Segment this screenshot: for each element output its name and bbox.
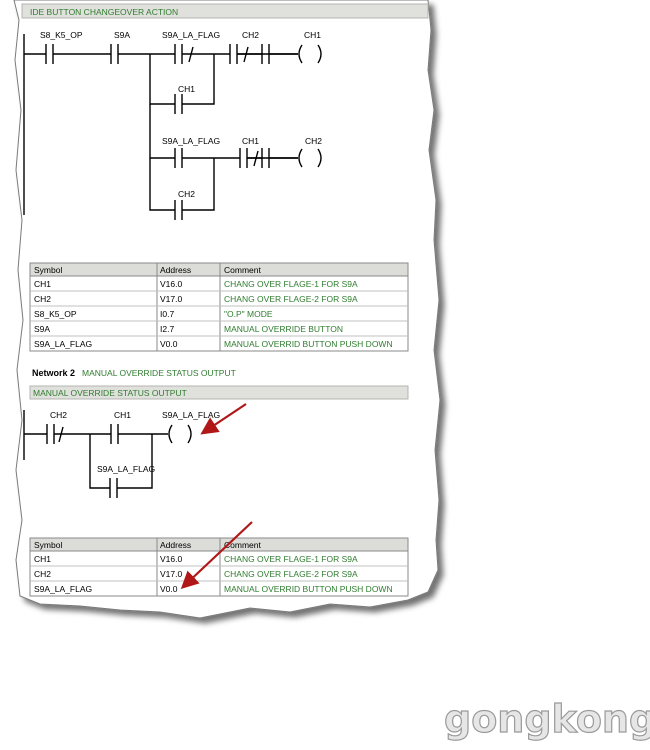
t1-row4-symbol: S9A [34, 324, 50, 334]
label-s9a-la-flag-2: S9A_LA_FLAG [162, 136, 220, 146]
network2-title: MANUAL OVERRIDE STATUS OUTPUT [33, 388, 187, 398]
t1-row3-symbol: S8_K5_OP [34, 309, 77, 319]
label-n2-ch2: CH2 [50, 410, 67, 420]
t2-row3-address: V0.0 [160, 584, 178, 594]
t1-row1-address: V16.0 [160, 279, 182, 289]
t2-header-comment: Comment [224, 540, 261, 550]
label-s9a: S9A [114, 30, 130, 40]
label-ch1-coil: CH1 [304, 30, 321, 40]
t2-row2-comment: CHANG OVER FLAGE-2 FOR S9A [224, 569, 358, 579]
label-n2-ch1: CH1 [114, 410, 131, 420]
symbol-table-1: Symbol Address Comment CH1 V16.0 CHANG O… [29, 262, 409, 352]
t1-row2-comment: CHANG OVER FLAGE-2 FOR S9A [224, 294, 358, 304]
t2-row1-symbol: CH1 [34, 554, 51, 564]
t1-row5-comment: MANUAL OVERRID BUTTON PUSH DOWN [224, 339, 393, 349]
network1-title: IDE BUTTON CHANGEOVER ACTION [30, 7, 178, 17]
t2-row1-comment: CHANG OVER FLAGE-1 FOR S9A [224, 554, 358, 564]
t2-header-symbol: Symbol [34, 540, 62, 550]
annotation-arrow-coil [200, 403, 247, 435]
annotation-arrow-address [180, 521, 253, 590]
t1-row3-comment: "O.P" MODE [224, 309, 273, 319]
label-ch1-parallel: CH1 [178, 84, 195, 94]
network2-label: Network 2 [32, 368, 75, 378]
t2-header-address: Address [160, 540, 191, 550]
t1-row2-address: V17.0 [160, 294, 182, 304]
t1-row3-address: I0.7 [160, 309, 174, 319]
label-n2-parallel: S9A_LA_FLAG [97, 464, 155, 474]
label-ch1-b: CH1 [242, 136, 259, 146]
t1-header-comment: Comment [224, 265, 261, 275]
label-n2-coil: S9A_LA_FLAG [162, 410, 220, 420]
network2-subtitle: MANUAL OVERRIDE STATUS OUTPUT [82, 368, 236, 378]
rung-2: S9A_LA_FLAG CH1 CH2 CH2 [149, 104, 322, 220]
t1-row4-address: I2.7 [160, 324, 174, 334]
label-ch2-coil: CH2 [305, 136, 322, 146]
network2-title-bar [29, 385, 409, 400]
gongkong-watermark-logo: gongkong [444, 697, 650, 741]
t2-row3-symbol: S9A_LA_FLAG [34, 584, 92, 594]
symbol-table-2: Symbol Address Comment CH1 V16.0 CHANG O… [29, 537, 409, 597]
t1-row5-symbol: S9A_LA_FLAG [34, 339, 92, 349]
label-ch2: CH2 [242, 30, 259, 40]
label-ch2-parallel: CH2 [178, 189, 195, 199]
t2-row2-address: V17.0 [160, 569, 182, 579]
t2-row1-address: V16.0 [160, 554, 182, 564]
t1-row1-symbol: CH1 [34, 279, 51, 289]
t2-row2-symbol: CH2 [34, 569, 51, 579]
label-s8-k5-op: S8_K5_OP [40, 30, 83, 40]
t1-row5-address: V0.0 [160, 339, 178, 349]
t1-row4-comment: MANUAL OVERRIDE BUTTON [224, 324, 343, 334]
t1-header-symbol: Symbol [34, 265, 62, 275]
t1-row1-comment: CHANG OVER FLAGE-1 FOR S9A [224, 279, 358, 289]
label-s9a-la-flag-1: S9A_LA_FLAG [162, 30, 220, 40]
rung-3: CH2 CH1 S9A_LA_FLAG S9A_LA_FLAG [24, 410, 220, 498]
t2-row3-comment: MANUAL OVERRID BUTTON PUSH DOWN [224, 584, 393, 594]
t1-row2-symbol: CH2 [34, 294, 51, 304]
t1-header-address: Address [160, 265, 191, 275]
network1-title-bar [21, 3, 429, 19]
